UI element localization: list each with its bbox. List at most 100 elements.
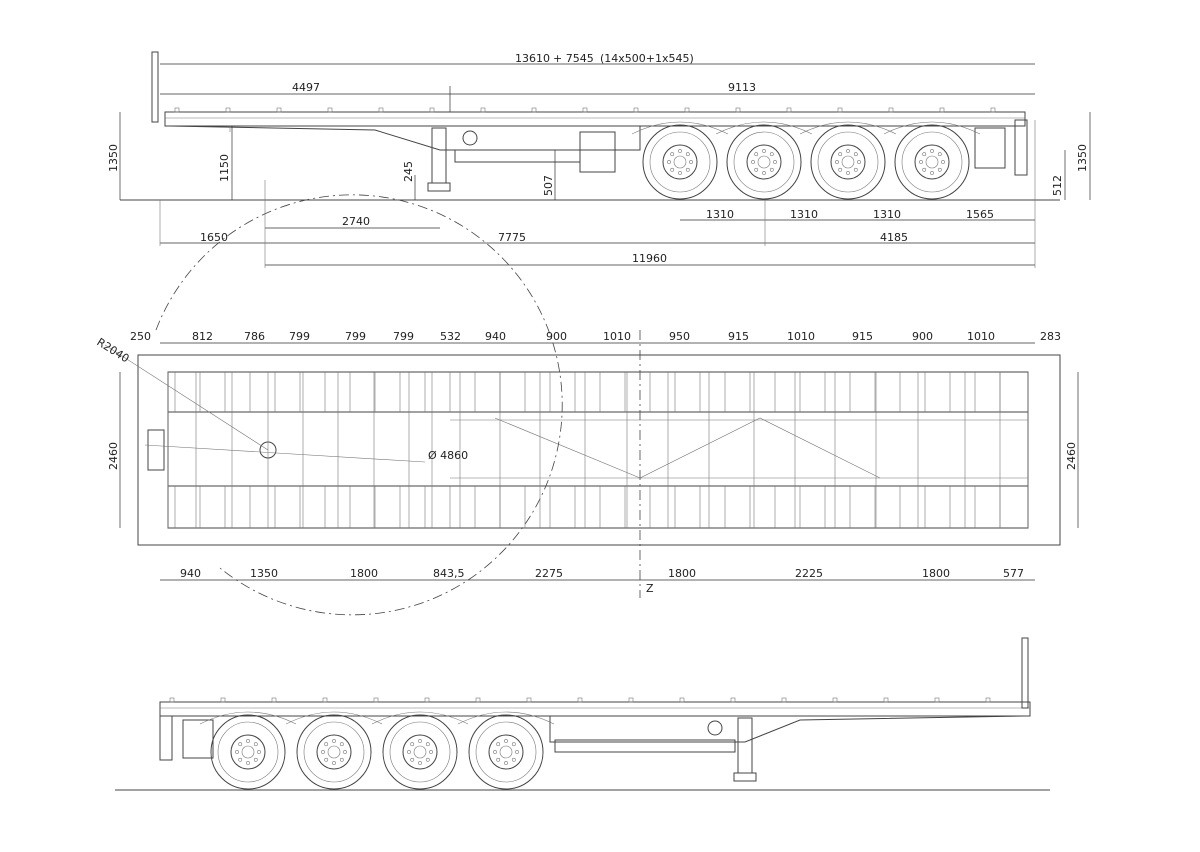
plan-top-dim: 915 <box>728 330 749 343</box>
wheel-bolt <box>835 160 839 164</box>
wheel-bolt <box>332 761 336 765</box>
wheel-bolt <box>410 742 415 747</box>
wheel-bolt <box>343 750 347 754</box>
plan-width-left-label: 2460 <box>107 442 120 470</box>
wheel-bolt <box>496 742 501 747</box>
leg-clearance-label: 245 <box>402 161 415 182</box>
wheel-bolt <box>853 167 858 172</box>
wheel-bolt <box>425 757 430 762</box>
wheel-rim <box>817 131 879 193</box>
rear-under-label: 512 <box>1051 175 1064 196</box>
wheel-fender <box>715 121 813 135</box>
wheel-bolt <box>504 739 508 743</box>
wheel-bolt <box>689 160 693 164</box>
wheel-fender <box>199 711 297 725</box>
wheel-bolt <box>235 750 239 754</box>
stake-pocket <box>985 697 991 703</box>
rear-bumper-bottom <box>182 719 214 759</box>
stake-pocket <box>322 697 328 703</box>
axle-spacing-1-label: 1310 <box>706 208 734 221</box>
stake-pocket <box>832 697 838 703</box>
wheel-icon <box>296 714 372 790</box>
height-left-label: 1350 <box>107 144 120 172</box>
stake-pocket <box>480 107 486 113</box>
wheel-hub <box>488 734 524 770</box>
wheel-hub <box>402 734 438 770</box>
wheel-rim <box>901 131 963 193</box>
wheel-center <box>841 155 855 169</box>
wheel-bolt <box>769 152 774 157</box>
wheel-icon <box>726 124 802 200</box>
kingpin-to-leg-label: 2740 <box>342 215 370 228</box>
wheel-rim <box>649 131 711 193</box>
wheel-bolt <box>846 171 850 175</box>
wheel-bolt <box>493 750 497 754</box>
wheel-fender <box>883 121 981 135</box>
rear-section-label: 9113 <box>728 81 756 94</box>
wheel-bolt <box>515 750 519 754</box>
wheel-bolt <box>762 171 766 175</box>
stake-pocket <box>577 697 583 703</box>
wheel-bolt <box>511 742 516 747</box>
wheel-bolt <box>930 171 934 175</box>
wheel-bolt <box>751 160 755 164</box>
plan-bottom-dim: 1350 <box>250 567 278 580</box>
side-view-bottom <box>115 637 1050 791</box>
wheel-rim <box>475 721 537 783</box>
stake-pocket <box>735 107 741 113</box>
wheel-bolt <box>504 761 508 765</box>
wheelbase-total-label: 11960 <box>632 252 667 265</box>
side-view-top-dimensions <box>119 63 1091 268</box>
stake-pocket <box>679 697 685 703</box>
wheel-bolt <box>339 742 344 747</box>
wheel-bolt <box>670 167 675 172</box>
wheel-center <box>925 155 939 169</box>
stake-pocket <box>531 107 537 113</box>
wheel-rim <box>733 131 795 193</box>
wheel-center <box>757 155 771 169</box>
wheel-center <box>327 745 341 759</box>
wheel-bolt <box>930 149 934 153</box>
wheel-bolt <box>246 739 250 743</box>
landing-leg <box>431 127 447 184</box>
wheel-center <box>413 745 427 759</box>
wheel-bolt <box>324 742 329 747</box>
wheel-bolt <box>253 757 258 762</box>
wheel-bolt <box>685 152 690 157</box>
plan-top-dim: 915 <box>852 330 873 343</box>
wheel-center <box>499 745 513 759</box>
wheel-fender <box>457 711 555 725</box>
axle-wheels-top <box>174 107 996 200</box>
wheel-rim <box>303 721 365 783</box>
wheel-rim <box>217 721 279 783</box>
stake-pocket <box>781 697 787 703</box>
wheel-bolt <box>769 167 774 172</box>
wheel-bolt <box>253 742 258 747</box>
plan-top-dim: 283 <box>1040 330 1061 343</box>
wheel-icon <box>468 714 544 790</box>
stake-pocket <box>378 107 384 113</box>
wheel-icon <box>810 124 886 200</box>
wheel-icon <box>642 124 718 200</box>
wheel-bolt <box>846 149 850 153</box>
wheel-hub <box>914 144 950 180</box>
axle-to-rear-label: 4185 <box>880 231 908 244</box>
stake-pocket <box>271 697 277 703</box>
wheel-bolt <box>853 152 858 157</box>
wheel-bolt <box>685 167 690 172</box>
headboard <box>151 51 159 123</box>
wheel-icon <box>210 714 286 790</box>
stake-pocket <box>730 697 736 703</box>
stake-pocket <box>174 107 180 113</box>
wheel-hub <box>316 734 352 770</box>
plan-bottom-dim: 843,5 <box>433 567 465 580</box>
wheel-bolt <box>321 750 325 754</box>
wheel-bolt <box>922 152 927 157</box>
spare-wheel-bottom-icon <box>707 720 723 736</box>
axle-spacing-3-label: 1310 <box>873 208 901 221</box>
wheel-bolt <box>919 160 923 164</box>
wheel-bolt <box>410 757 415 762</box>
wheel-bolt <box>496 757 501 762</box>
wheel-bolt <box>339 757 344 762</box>
stake-pocket <box>225 107 231 113</box>
